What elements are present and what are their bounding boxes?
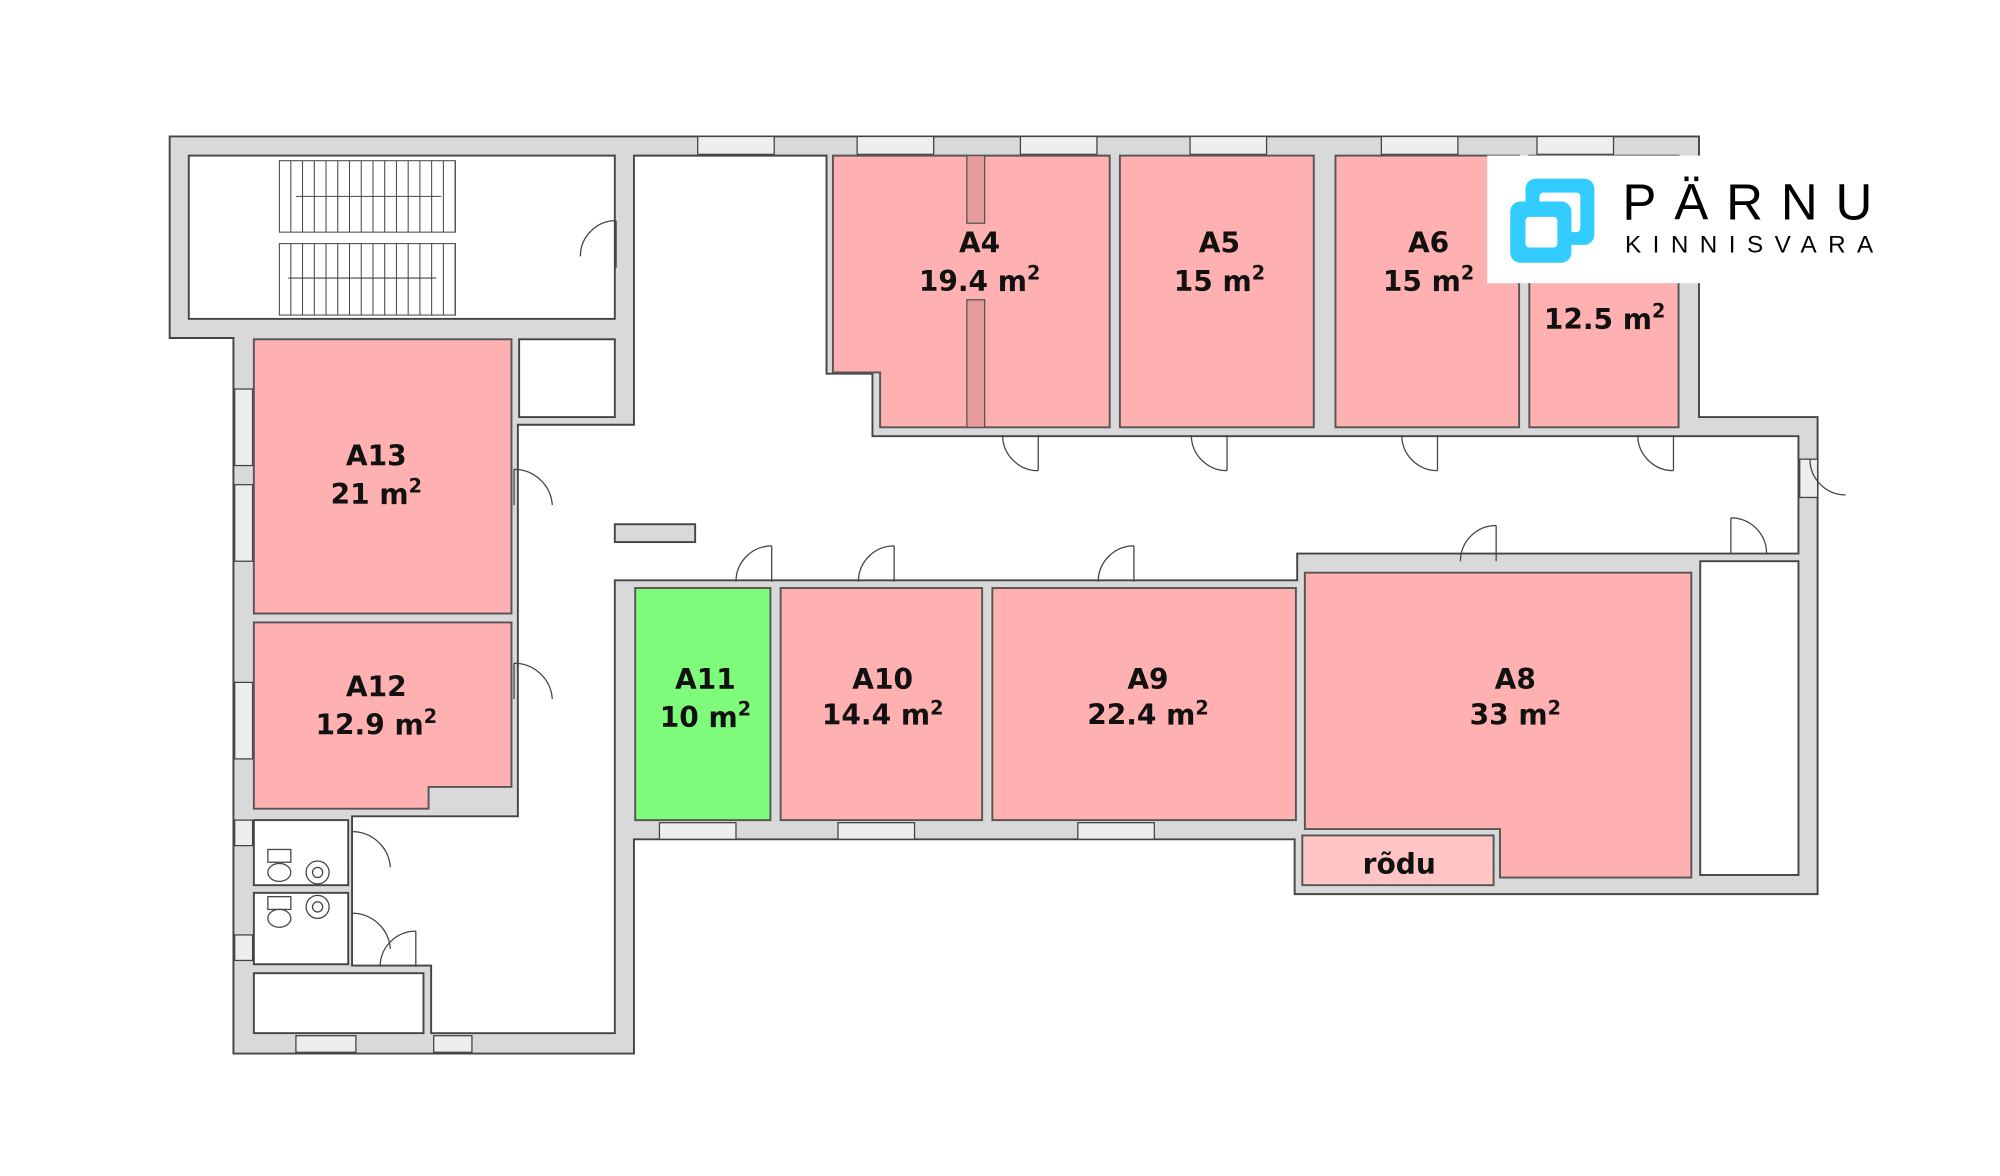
corridor — [351, 154, 1800, 1035]
room-area: 14.4 m2 — [822, 696, 944, 731]
room-label: A9 — [1127, 663, 1168, 696]
storage-room — [518, 338, 616, 419]
room-label: A12 — [346, 670, 407, 703]
room-a4[interactable]: A4 19.4 m2 — [831, 154, 1111, 429]
room-a13[interactable]: A13 21 m2 — [252, 338, 513, 615]
balcony-label: rõdu — [1363, 848, 1436, 881]
room-area: 22.4 m2 — [1087, 696, 1209, 731]
room-a5[interactable]: A5 15 m2 — [1118, 154, 1315, 429]
room-a10[interactable]: A10 14.4 m2 — [779, 587, 984, 822]
logo-title: PÄRNU — [1622, 173, 1890, 230]
brand-logo: PÄRNU KINNISVARA — [1487, 155, 2000, 284]
toilet-icon — [267, 848, 330, 928]
room-label: A10 — [852, 663, 913, 696]
side-room — [1699, 560, 1800, 876]
room-label: A13 — [346, 440, 407, 473]
room-label: A4 — [959, 227, 1000, 260]
stairwell — [187, 154, 616, 320]
room-a12[interactable]: A12 12.9 m2 — [252, 621, 513, 810]
room-area: 15 m2 — [1383, 261, 1474, 297]
room-label: A8 — [1495, 663, 1536, 696]
windows — [234, 135, 1819, 1053]
room-area: 12.9 m2 — [316, 705, 438, 741]
room-label: A6 — [1408, 227, 1449, 260]
stairs — [278, 160, 456, 316]
doors — [351, 220, 1846, 967]
room-area: 33 m2 — [1470, 696, 1561, 731]
room-area: 12.5 m2 — [1544, 300, 1666, 336]
room-area: 15 m2 — [1174, 261, 1265, 297]
balcony: rõdu — [1301, 834, 1495, 887]
utility-room — [252, 972, 425, 1035]
wc-room — [252, 819, 350, 887]
room-area: 10 m2 — [660, 698, 751, 734]
column — [613, 523, 697, 544]
room-a9[interactable]: A9 22.4 m2 — [991, 587, 1297, 822]
logo-subtitle: KINNISVARA — [1625, 232, 1885, 259]
room-a8[interactable]: A8 33 m2 — [1303, 571, 1693, 879]
wc-room — [252, 891, 350, 966]
room-label: A11 — [675, 663, 736, 696]
room-a11[interactable]: A11 10 m2 — [634, 587, 772, 822]
room-area: 19.4 m2 — [919, 261, 1041, 297]
room-label: A5 — [1199, 227, 1240, 260]
room-area: 21 m2 — [331, 474, 422, 510]
